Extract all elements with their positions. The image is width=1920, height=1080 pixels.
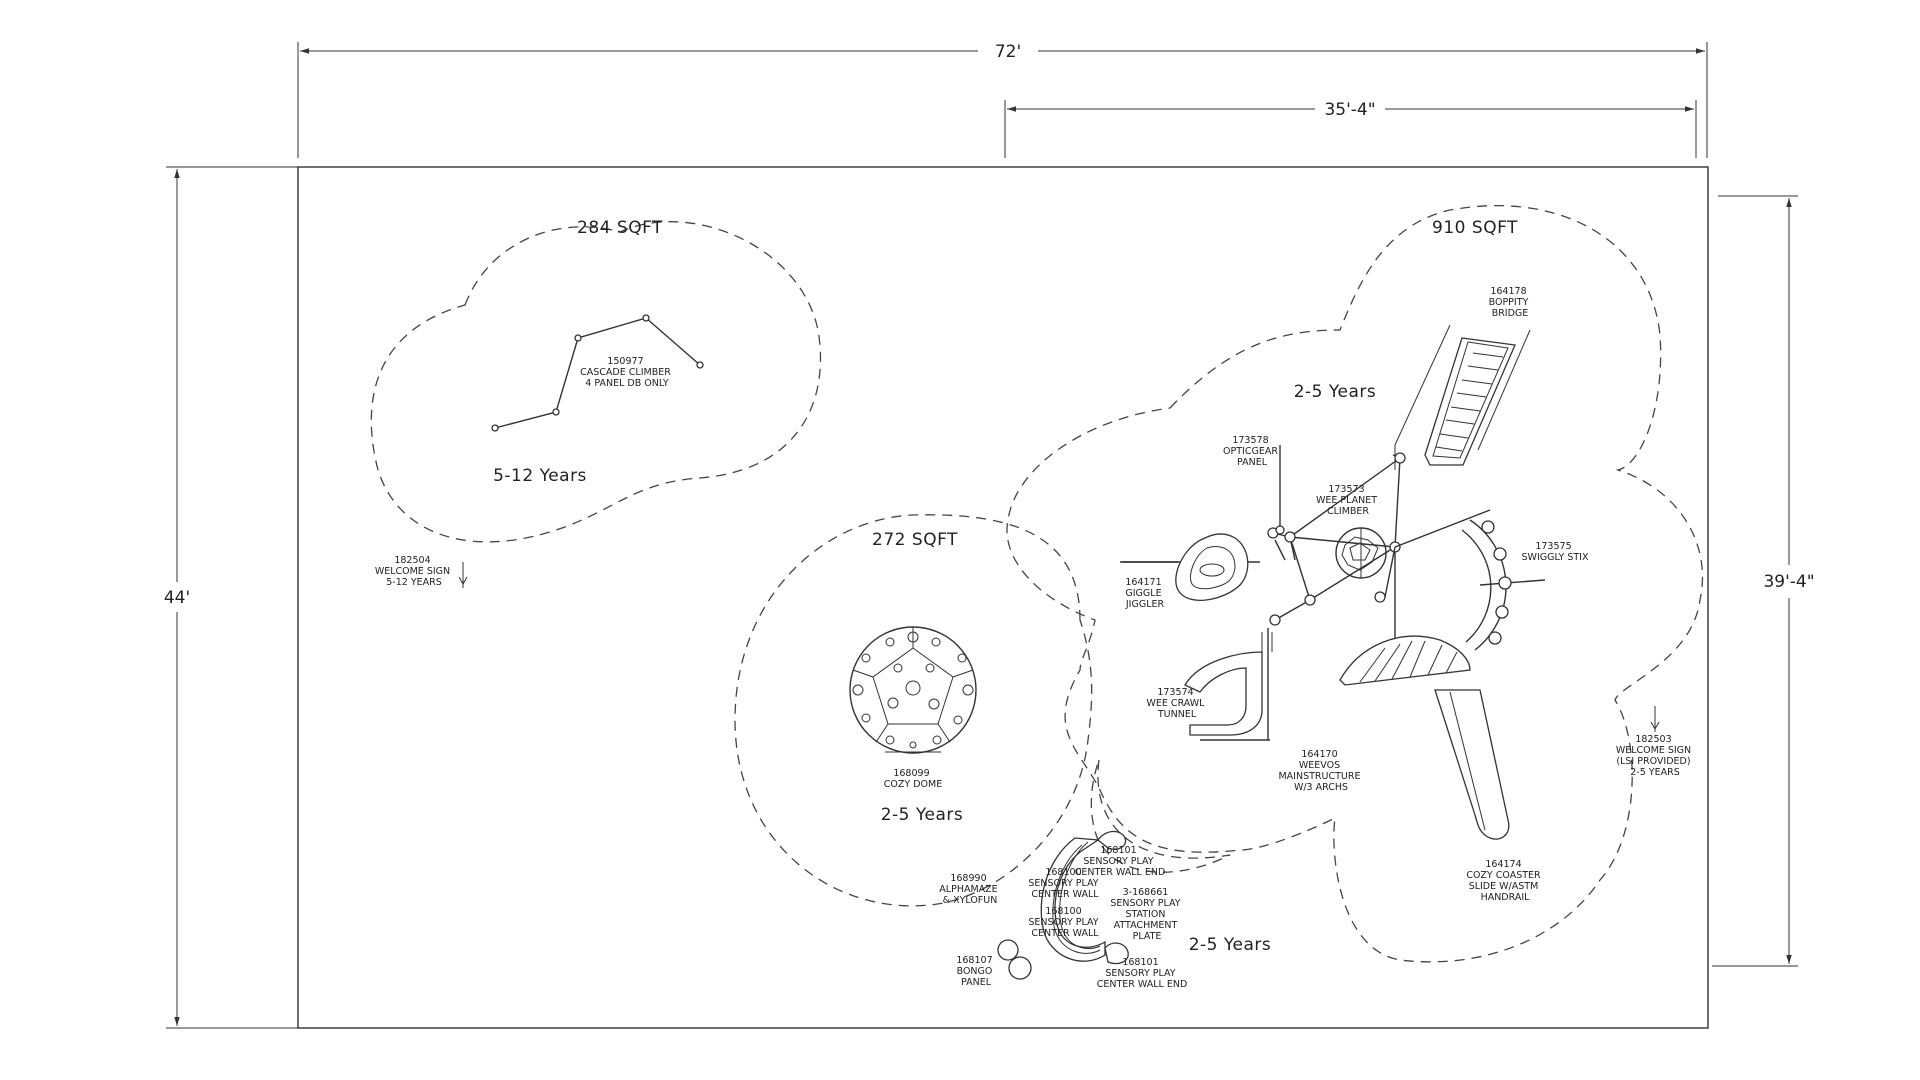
boppity-bridge <box>1394 324 1531 470</box>
zone-area-label: 284 SQFT <box>577 218 663 238</box>
giggle-jiggler-label: 164171 GIGGLE JIGGLER <box>1125 577 1165 610</box>
zone-age-label: 2-5 Years <box>1294 382 1377 402</box>
zone-age-label: 5-12 Years <box>493 466 587 486</box>
sensory-end-bottom-label: 168101 SENSORY PLAY CENTER WALL END <box>1097 957 1188 990</box>
cascade-climber <box>491 314 704 432</box>
swiggly-stix <box>1461 519 1546 651</box>
sensory-wall-2-label: 168100 SENSORY PLAY CENTER WALL <box>1028 906 1101 939</box>
giggle-jiggler <box>1122 533 1249 601</box>
opticgear-panel <box>1275 445 1285 535</box>
cozy-dome <box>849 626 977 754</box>
wee-crawl-tunnel <box>1184 628 1273 741</box>
sensory-play-center <box>997 830 1129 980</box>
sensory-end-top-label: 168101 SENSORY PLAY CENTER WALL END <box>1075 845 1166 878</box>
cozy-coaster-label: 164174 COZY COASTER SLIDE W/ASTM HANDRAI… <box>1466 859 1543 903</box>
opticgear-panel-label: 173578 OPTICGEAR PANEL <box>1223 435 1281 468</box>
dimension-overall-width: 72' <box>297 42 1708 158</box>
weevos-mainstructure-label: 164170 WEEVOS MAINSTRUCTURE W/3 ARCHS <box>1278 749 1363 793</box>
site-boundary <box>297 166 1709 1029</box>
use-zone-5-12 <box>370 221 822 543</box>
welcome-sign-right <box>1650 706 1660 732</box>
boppity-bridge-label: 164178 BOPPITY BRIDGE <box>1489 286 1532 319</box>
zone-age-label: 2-5 Years <box>881 805 964 825</box>
dimension-label: 72' <box>995 42 1021 62</box>
attachment-plate-label: 3-168661 SENSORY PLAY STATION ATTACHMENT… <box>1110 887 1183 942</box>
swiggly-stix-label: 173575 SWIGGLY STIX <box>1522 541 1589 563</box>
use-zone-2-5-main <box>1006 205 1704 963</box>
weevos-mainstructure <box>1120 452 1491 651</box>
dimension-label: 44' <box>164 588 190 608</box>
zone-area-label: 272 SQFT <box>872 530 958 550</box>
wee-planet-climber <box>1335 527 1387 579</box>
dimension-label: 39'-4" <box>1763 572 1814 592</box>
welcome-sign-left <box>458 562 468 588</box>
sensory-wall-1-label: 168100 SENSORY PLAY CENTER WALL <box>1028 867 1101 900</box>
use-zone-sensory-bump <box>1090 759 1231 873</box>
bongo-panel-label: 168107 BONGO PANEL <box>956 955 995 988</box>
alphamaze-label: 168990 ALPHAMAZE & XYLOFUN <box>939 873 1000 906</box>
zone-area-label: 910 SQFT <box>1432 218 1518 238</box>
dimension-overall-height: 44' <box>164 166 298 1029</box>
arch-deck <box>1339 635 1471 686</box>
welcome-sign-right-label: 182503 WELCOME SIGN (LSI PROVIDED) 2-5 Y… <box>1616 734 1694 778</box>
use-zone-dome <box>734 514 1093 907</box>
cascade-climber-label: 150977 CASCADE CLIMBER 4 PANEL DB ONLY <box>580 356 674 389</box>
dimension-right-width: 35'-4" <box>1004 100 1697 158</box>
dimension-right-height: 39'-4" <box>1712 195 1815 967</box>
cozy-coaster-slide <box>1434 689 1510 840</box>
dimension-label: 35'-4" <box>1324 100 1375 120</box>
wee-crawl-tunnel-label: 173574 WEE CRAWL TUNNEL <box>1147 687 1208 720</box>
cozy-dome-label: 168099 COZY DOME <box>884 768 942 790</box>
wee-planet-climber-label: 173573 WEE PLANET CLIMBER <box>1316 484 1380 517</box>
welcome-sign-left-label: 182504 WELCOME SIGN 5-12 YEARS <box>375 555 453 588</box>
zone-age-label: 2-5 Years <box>1189 935 1272 955</box>
